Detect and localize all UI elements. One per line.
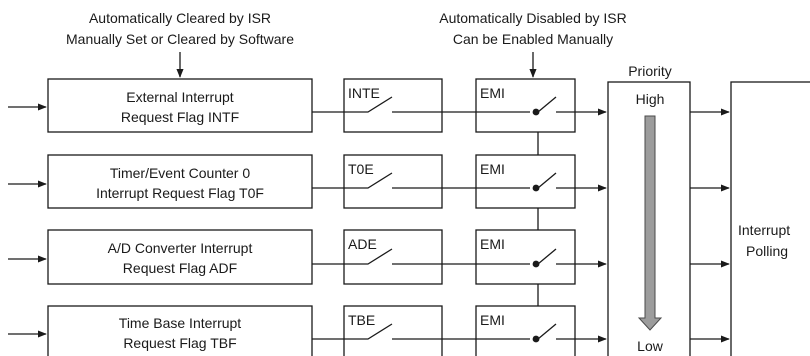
interrupt-row-intf: External Interrupt Request Flag INTF INT… — [8, 78, 607, 133]
emi-box — [475, 229, 576, 285]
emi-label: EMI — [480, 85, 505, 101]
emi-box — [475, 78, 576, 133]
enable-label: TBE — [348, 312, 375, 328]
interrupt-row-t0f: Timer/Event Counter 0 Interrupt Request … — [8, 154, 607, 209]
flag-box — [47, 305, 313, 356]
priority-title: Priority — [628, 63, 672, 79]
annotation-left-line1: Automatically Cleared by ISR — [89, 10, 271, 26]
enable-switch — [312, 323, 393, 340]
flag-label-line2: Request Flag INTF — [121, 109, 239, 125]
annotation-right-line2: Can be Enabled Manually — [453, 31, 613, 47]
enable-label: T0E — [348, 161, 374, 177]
emi-box — [475, 154, 576, 209]
flag-label-line2: Request Flag ADF — [123, 260, 237, 276]
flag-label-line1: A/D Converter Interrupt — [108, 240, 253, 256]
enable-label: INTE — [348, 85, 380, 101]
emi-switch — [537, 248, 557, 265]
emi-junction — [532, 260, 540, 268]
emi-junction — [532, 108, 540, 116]
enable-box — [343, 229, 443, 285]
priority-high-label: High — [636, 91, 665, 107]
emi-switch — [537, 172, 557, 189]
enable-switch — [312, 96, 393, 113]
flag-label-line1: Time Base Interrupt — [119, 315, 242, 331]
emi-box — [475, 305, 576, 356]
flag-box — [47, 154, 313, 209]
annotation-left-line2: Manually Set or Cleared by Software — [66, 31, 294, 47]
flag-box — [47, 78, 313, 133]
interrupt-row-adf: A/D Converter Interrupt Request Flag ADF… — [8, 229, 607, 285]
flag-label-line1: External Interrupt — [126, 89, 233, 105]
flag-label-line2: Request Flag TBF — [123, 335, 236, 351]
priority-low-label: Low — [637, 338, 664, 354]
emi-label: EMI — [480, 312, 505, 328]
enable-label: ADE — [348, 236, 377, 252]
flag-label-line1: Timer/Event Counter 0 — [110, 165, 251, 181]
flag-label-line2: Interrupt Request Flag T0F — [96, 185, 264, 201]
emi-label: EMI — [480, 236, 505, 252]
enable-switch — [312, 172, 393, 189]
polling-label-line1: Interrupt — [738, 222, 790, 238]
polling-label-line2: Polling — [746, 243, 788, 259]
emi-junction — [532, 335, 540, 343]
enable-switch — [312, 248, 393, 265]
emi-junction — [532, 184, 540, 192]
emi-switch — [537, 96, 557, 113]
interrupt-polling-box — [730, 81, 810, 356]
emi-switch — [537, 323, 557, 340]
enable-box — [343, 78, 443, 133]
emi-label: EMI — [480, 161, 505, 177]
annotation-right-line1: Automatically Disabled by ISR — [439, 10, 627, 26]
priority-down-arrow-icon — [637, 115, 663, 331]
flag-box — [47, 229, 313, 285]
enable-box — [343, 154, 443, 209]
enable-box — [343, 305, 443, 356]
interrupt-row-tbf: Time Base Interrupt Request Flag TBF TBE… — [8, 305, 607, 356]
